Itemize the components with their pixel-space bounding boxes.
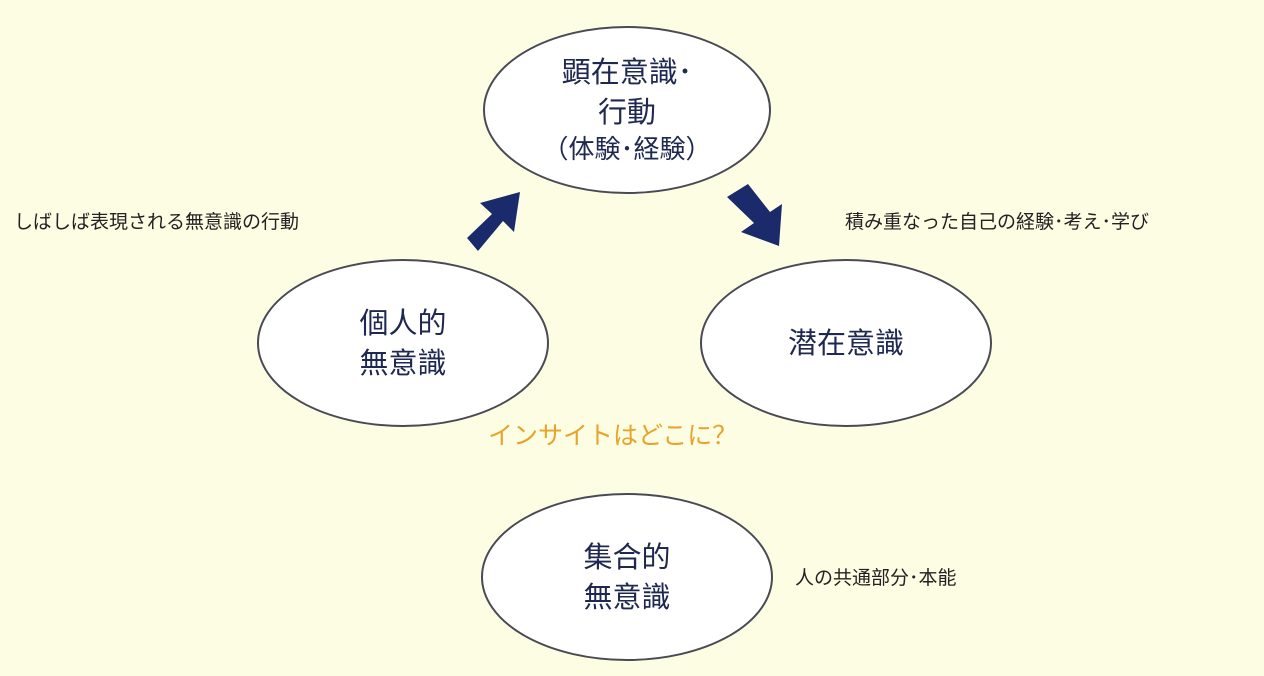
ellipse-personal-unconscious: [257, 259, 549, 427]
node-subconscious: 潜在意識: [701, 260, 991, 426]
node-line: 無意識: [359, 346, 447, 380]
node-line: 行動: [597, 95, 656, 129]
ellipse-collective-unconscious: [481, 493, 773, 661]
node-personal-unconscious: 個人的 無意識: [258, 260, 548, 426]
note-left: しばしば表現される無意識の行動: [14, 211, 300, 233]
note-right: 積み重なった自己の経験･考え･学び: [845, 211, 1150, 233]
node-collective-unconscious: 集合的 無意識: [482, 494, 772, 660]
node-line: 集合的: [583, 540, 671, 574]
node-line: （体験･経験）: [542, 135, 712, 165]
ellipse-conscious: [483, 26, 771, 194]
note-bottom: 人の共通部分･本能: [795, 567, 957, 589]
arrow-down-right-icon: [727, 184, 782, 246]
node-conscious: 顕在意識･ 行動 （体験･経験）: [484, 27, 770, 193]
ellipse-subconscious: [700, 259, 992, 427]
node-line: 潜在意識: [787, 326, 904, 360]
node-line: 顕在意識･: [561, 55, 693, 89]
arrow-up-right-icon: [467, 192, 520, 251]
insight-question: インサイトはどこに？: [488, 421, 738, 450]
node-line: 無意識: [583, 580, 671, 614]
node-line: 個人的: [359, 306, 447, 340]
